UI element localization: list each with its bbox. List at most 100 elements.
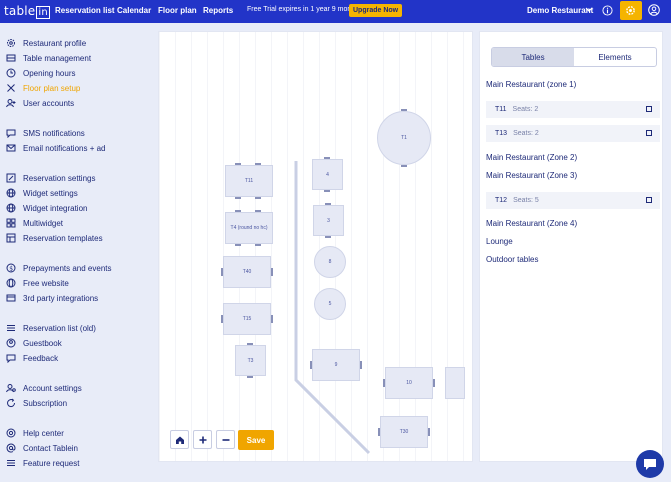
tab-tables[interactable]: Tables [492, 48, 574, 66]
nav-reports[interactable]: Reports [203, 6, 234, 15]
chair-icon [378, 428, 380, 436]
table-seats: Seats: 2 [512, 106, 539, 113]
floor-table[interactable]: T30 [380, 416, 428, 448]
zoom-in-button[interactable] [193, 430, 212, 449]
save-button[interactable]: Save [238, 430, 274, 450]
floor-table[interactable] [445, 367, 465, 399]
chair-icon [255, 163, 261, 165]
clock-icon [6, 68, 16, 78]
table-row[interactable]: T13 Seats: 2 [486, 125, 660, 142]
chevron-down-icon[interactable] [585, 5, 593, 15]
user-icon[interactable] [648, 4, 660, 16]
floor-table[interactable]: T40 [223, 256, 271, 288]
floor-table[interactable]: 10 [385, 367, 433, 399]
chat-support-button[interactable] [636, 450, 664, 478]
sidebar-item-help-center[interactable]: Help center [6, 427, 64, 439]
floor-table[interactable]: 4 [312, 159, 343, 190]
sidebar-item-opening-hours[interactable]: Opening hours [6, 67, 75, 79]
nav-calendar[interactable]: Calendar [117, 6, 152, 15]
sidebar-item-account-settings[interactable]: Account settings [6, 382, 82, 394]
zone-heading[interactable]: Outdoor tables [486, 255, 539, 264]
chair-icon [235, 197, 241, 199]
chair-icon [325, 203, 331, 205]
plus-icon [199, 436, 206, 443]
floor-table[interactable]: 8 [314, 246, 346, 278]
template-icon [6, 233, 16, 243]
sidebar-item-reservation-templates[interactable]: Reservation templates [6, 232, 103, 244]
sidebar-item-feature-request[interactable]: Feature request [6, 457, 79, 469]
chair-icon [325, 236, 331, 238]
floor-table[interactable]: T3 [235, 345, 266, 376]
sidebar-item-subscription[interactable]: Subscription [6, 397, 67, 409]
table-row[interactable]: T11 Seats: 2 [486, 101, 660, 118]
table-row[interactable]: T12 Seats: 5 [486, 192, 660, 209]
floor-table[interactable]: T4 (round no hc) [225, 212, 273, 244]
mail-icon [6, 144, 16, 152]
chair-icon [324, 157, 330, 159]
sidebar-item-feedback[interactable]: Feedback [6, 352, 58, 364]
floor-plan-canvas[interactable]: T1 T11 4 T4 (round no hc) 3 T40 8 5 T15 … [158, 31, 473, 462]
table-seats: Seats: 2 [513, 130, 539, 137]
floor-table[interactable]: 5 [314, 288, 346, 320]
sidebar-item-restaurant-profile[interactable]: Restaurant profile [6, 37, 86, 49]
chair-icon [360, 361, 362, 369]
trial-notice: Free Trial expires in 1 year 9 months [247, 6, 361, 13]
sidebar: Restaurant profile Table management Open… [0, 23, 150, 482]
restaurant-selector[interactable]: Demo Restaurant [527, 6, 594, 15]
sidebar-item-3rd-party-integrations[interactable]: 3rd party integrations [6, 292, 98, 304]
sidebar-item-widget-settings[interactable]: Widget settings [6, 187, 78, 199]
table-checkbox[interactable] [646, 106, 652, 112]
sidebar-item-floor-plan-setup[interactable]: Floor plan setup [6, 82, 80, 94]
floor-table[interactable]: T11 [225, 165, 273, 197]
floor-table[interactable]: T15 [223, 303, 271, 335]
chair-icon [247, 376, 253, 378]
chair-icon [255, 210, 261, 212]
chat-icon [6, 129, 16, 138]
table-checkbox[interactable] [646, 197, 652, 203]
grid-icon [6, 218, 16, 228]
globe-icon [6, 203, 16, 213]
help-icon [6, 428, 16, 438]
sidebar-item-reservation-settings[interactable]: Reservation settings [6, 172, 95, 184]
sidebar-item-widget-integration[interactable]: Widget integration [6, 202, 87, 214]
table-seats: Seats: 5 [513, 197, 539, 204]
chair-icon [310, 361, 312, 369]
info-icon[interactable] [602, 5, 613, 16]
sidebar-item-email-notifications[interactable]: Email notifications + ad [6, 142, 106, 154]
upgrade-now-button[interactable]: Upgrade Now [349, 4, 403, 17]
chair-icon [271, 315, 273, 323]
sidebar-item-free-website[interactable]: Free website [6, 277, 69, 289]
zone-heading[interactable]: Main Restaurant (Zone 4) [486, 219, 578, 228]
chair-icon [235, 244, 241, 246]
zoom-out-button[interactable] [216, 430, 235, 449]
sidebar-item-table-management[interactable]: Table management [6, 52, 91, 64]
sidebar-item-user-accounts[interactable]: User accounts [6, 97, 74, 109]
globe-icon [6, 278, 16, 288]
user-gear-icon [6, 384, 16, 393]
at-icon [6, 443, 16, 453]
nav-floor-plan[interactable]: Floor plan [158, 6, 197, 15]
floor-table[interactable]: 3 [313, 205, 344, 236]
zone-heading[interactable]: Main Restaurant (zone 1) [486, 80, 577, 89]
sidebar-item-reservation-list-old[interactable]: Reservation list (old) [6, 322, 96, 334]
zone-heading[interactable]: Main Restaurant (Zone 3) [486, 171, 578, 180]
table-checkbox[interactable] [646, 130, 652, 136]
settings-button[interactable] [620, 1, 642, 20]
chair-icon [235, 210, 241, 212]
zone-heading[interactable]: Lounge [486, 237, 513, 246]
sidebar-item-contact-tablein[interactable]: Contact Tablein [6, 442, 78, 454]
tab-elements[interactable]: Elements [598, 52, 632, 62]
floor-table[interactable]: 9 [312, 349, 360, 381]
sidebar-item-prepayments[interactable]: $Prepayments and events [6, 262, 112, 274]
sidebar-item-sms-notifications[interactable]: SMS notifications [6, 127, 85, 139]
chair-icon [324, 190, 330, 192]
zone-heading[interactable]: Main Restaurant (Zone 2) [486, 153, 578, 162]
sidebar-item-guestbook[interactable]: Guestbook [6, 337, 62, 349]
home-view-button[interactable] [170, 430, 189, 449]
floor-table[interactable]: T1 [377, 111, 431, 165]
sidebar-item-multiwidget[interactable]: Multiwidget [6, 217, 63, 229]
nav-reservation-list[interactable]: Reservation list [55, 6, 115, 15]
gear-icon [7, 39, 15, 47]
